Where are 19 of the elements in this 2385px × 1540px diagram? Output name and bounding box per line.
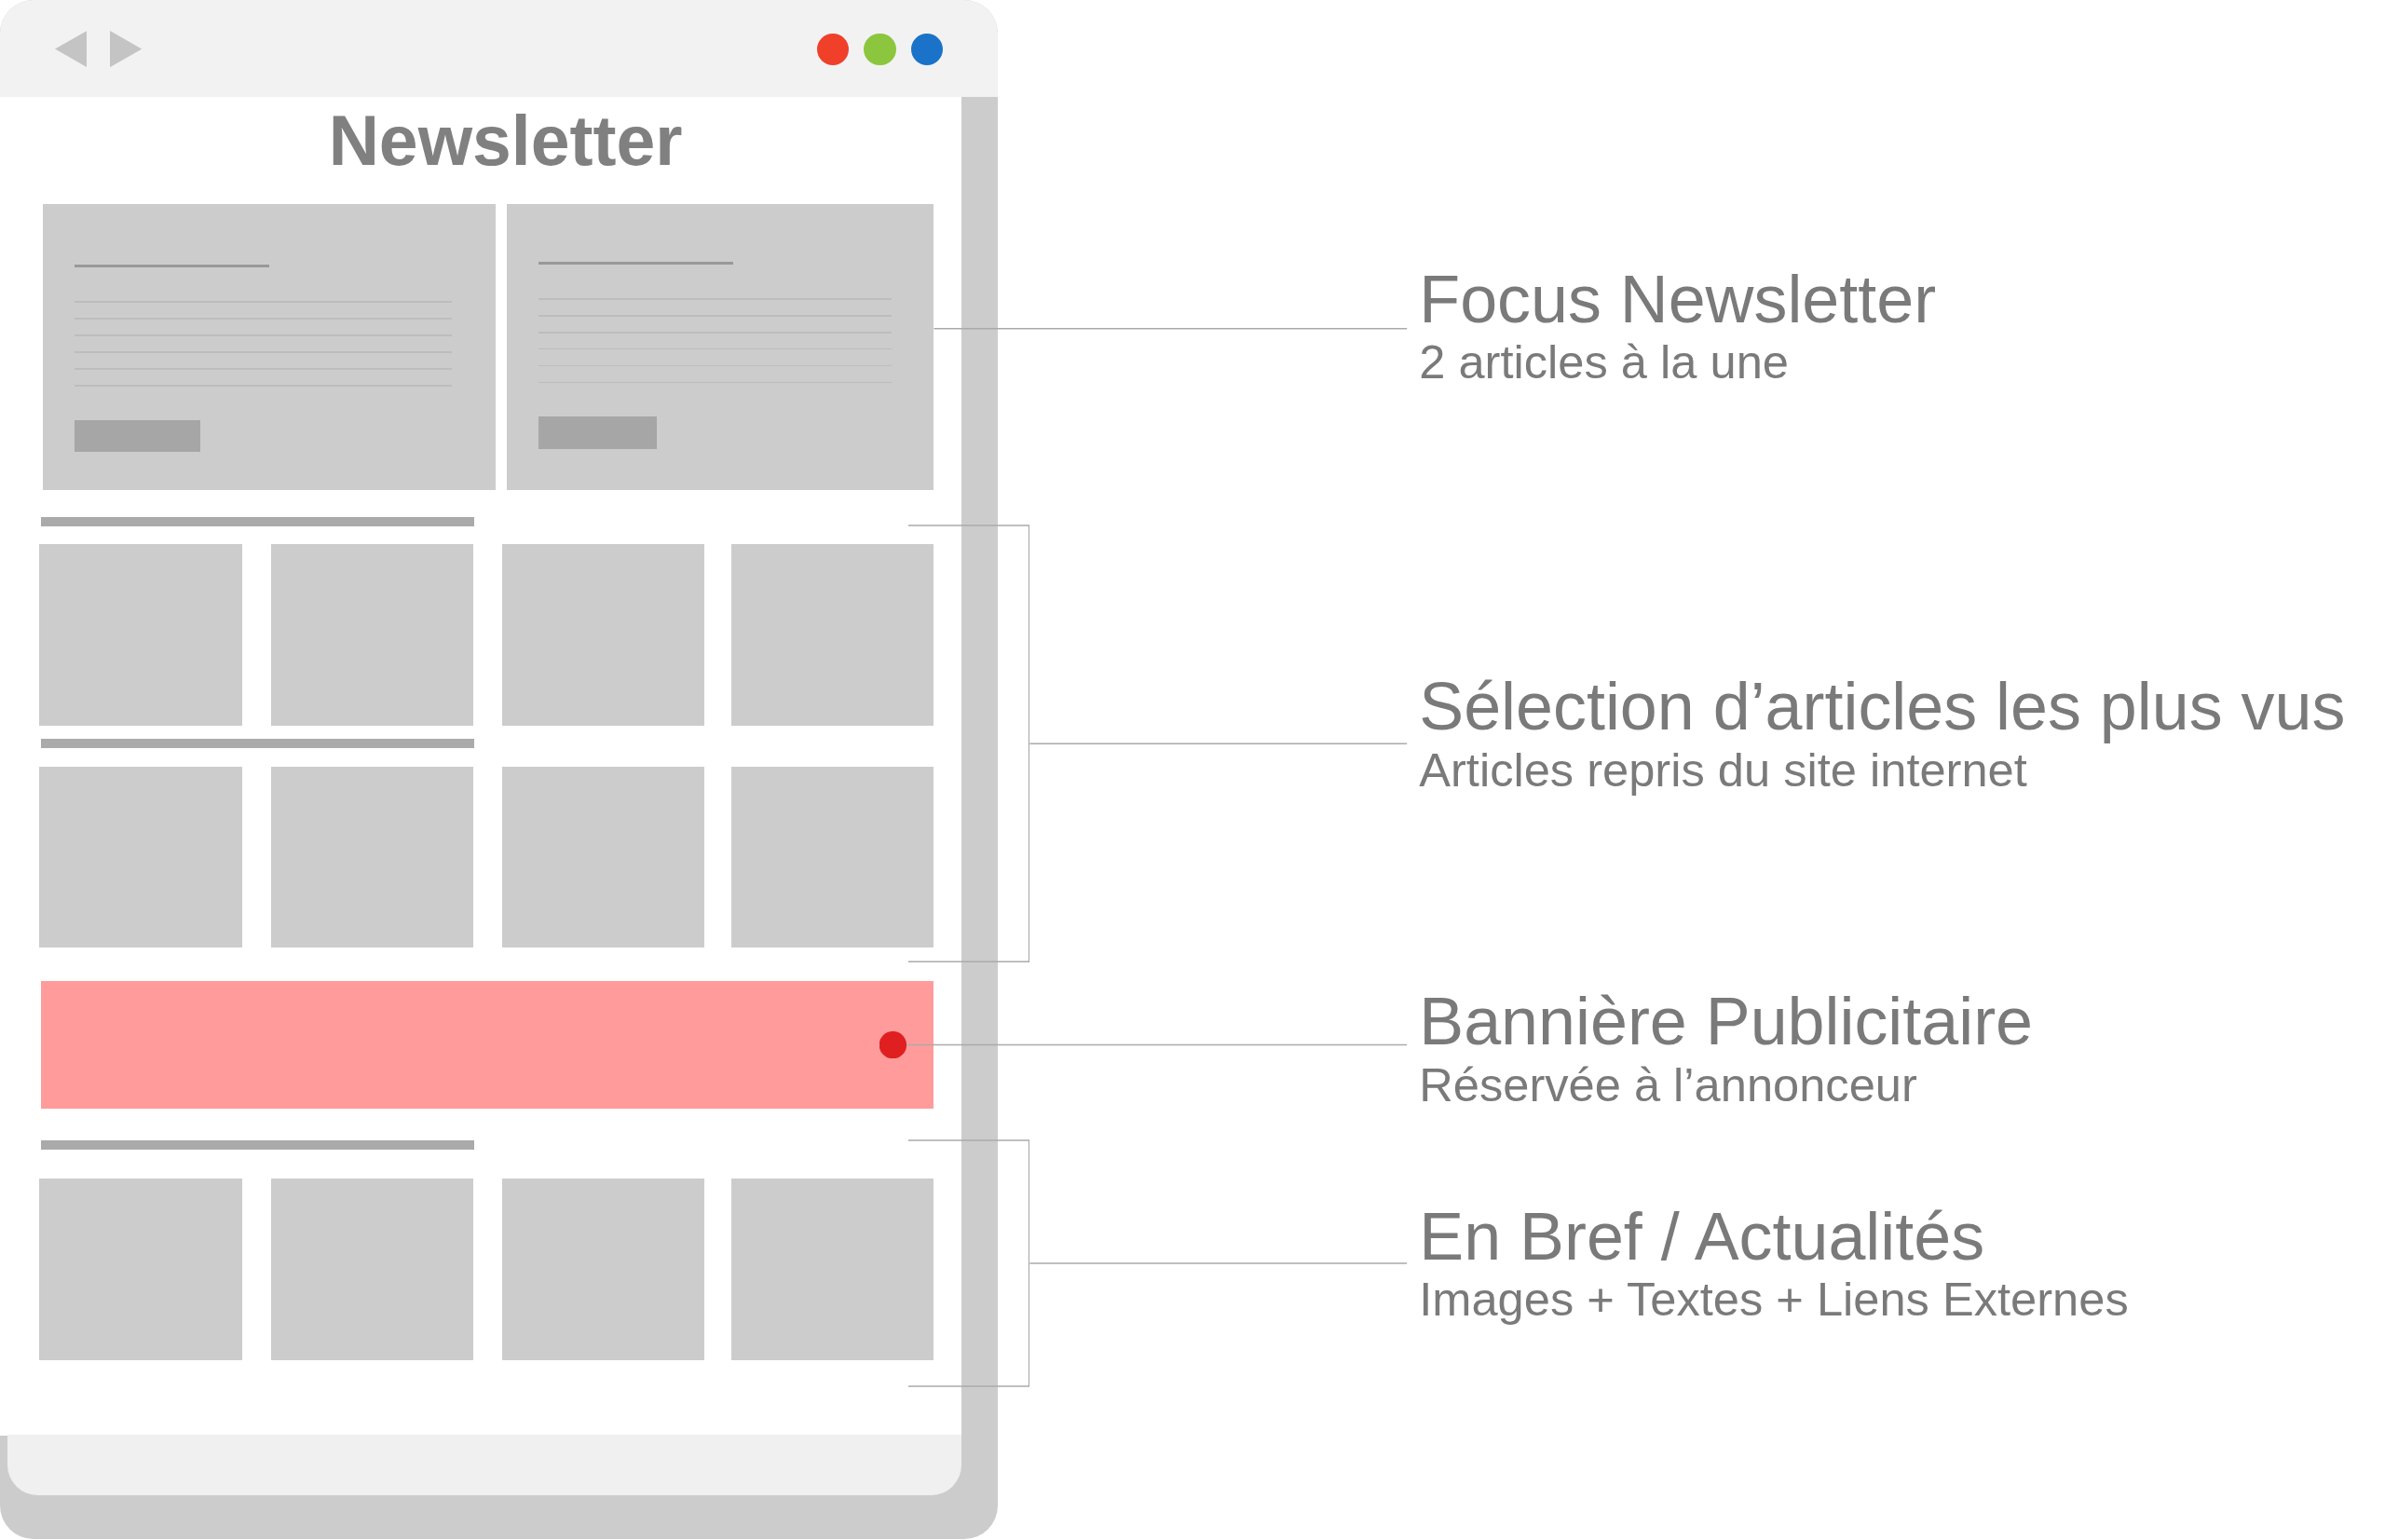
callout-title: Sélection d’articles les plus vus (1419, 669, 2346, 744)
bracket (907, 525, 1030, 963)
leader-line (1029, 743, 1408, 745)
callout-subtitle: Réservée à l’annonceur (1419, 1058, 1917, 1112)
callout-subtitle: Articles repris du site internet (1419, 743, 2027, 797)
leader-line (879, 1030, 1408, 1059)
article-card (506, 203, 934, 490)
browser-window (0, 0, 998, 1540)
bracket (907, 1138, 1030, 1387)
callout-title: Focus Newsletter (1419, 261, 1937, 337)
leader-line (933, 327, 1408, 330)
article-card (42, 203, 497, 490)
callout-subtitle: Images + Textes + Liens Externes (1419, 1273, 2129, 1327)
callout-title: Bannière Publicitaire (1419, 984, 2034, 1059)
callout-subtitle: 2 articles à la une (1419, 336, 1789, 389)
page-title: Newsletter (328, 100, 683, 181)
ad-banner (41, 981, 934, 1110)
leader-line (1029, 1262, 1408, 1264)
callout-title: En Bref / Actualités (1419, 1198, 1985, 1274)
